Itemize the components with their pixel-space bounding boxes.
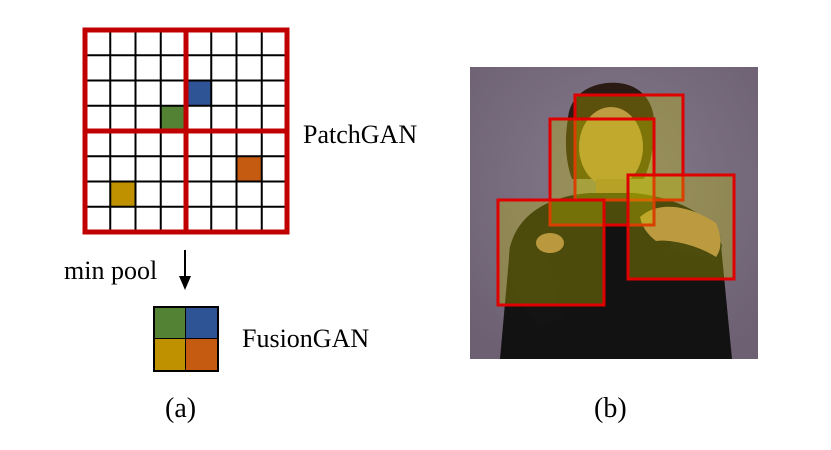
photo-panel: [470, 67, 758, 359]
fusiongan-grid: [153, 306, 219, 372]
fusion-cell-top-right: [186, 308, 217, 339]
caption-a: (a): [165, 393, 197, 424]
patchgan-label: PatchGAN: [303, 120, 418, 149]
caption-b: (b): [594, 393, 627, 424]
signer-image: [470, 67, 758, 359]
fusion-cell-top-left: [155, 308, 186, 339]
min-pool-label: min pool: [64, 256, 158, 285]
fusion-cell-bottom-right: [186, 339, 217, 370]
highlighted-cell: [110, 181, 136, 207]
fusiongan-label: FusionGAN: [242, 324, 370, 353]
highlighted-cell: [160, 105, 186, 131]
highlighted-cell: [186, 80, 212, 106]
fusion-cell-bottom-left: [155, 339, 186, 370]
highlighted-cell: [236, 156, 262, 182]
